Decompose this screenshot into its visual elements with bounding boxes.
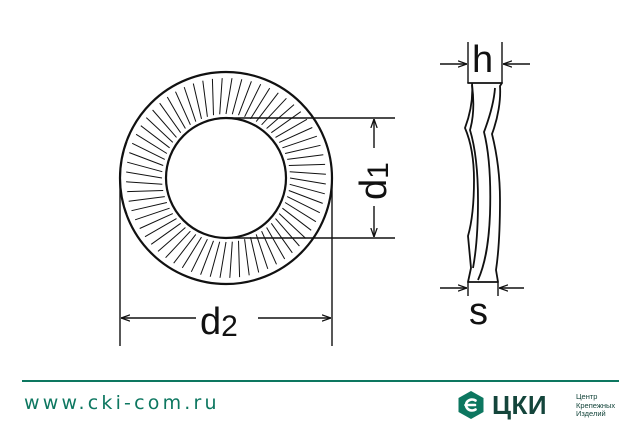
brand-tagline-line: Изделий [576, 409, 606, 418]
serration-line [126, 181, 163, 185]
serration-line [266, 227, 286, 260]
serration-line [159, 102, 182, 133]
washer-front-view [118, 70, 334, 286]
serration-line [287, 154, 324, 160]
serration-line [289, 183, 325, 195]
h-label: h [472, 39, 493, 81]
serration-line [183, 86, 197, 122]
serrations [126, 78, 326, 278]
dimension-s [440, 282, 524, 296]
serration-line [229, 241, 233, 278]
serration-line [250, 236, 260, 273]
brand-tagline: Центр Крепежных Изделий [576, 392, 626, 419]
serration-line [250, 87, 271, 120]
d2-label: d2 [200, 301, 238, 343]
dimension-d2 [119, 178, 333, 346]
serration-line [126, 171, 163, 179]
serration-line [244, 83, 262, 118]
side-profile-inner-edge-2 [477, 87, 496, 281]
serration-line [192, 83, 202, 120]
serration-line [145, 117, 174, 143]
dimension-d1 [226, 117, 395, 239]
serration-line [128, 196, 165, 202]
serration-line [275, 118, 308, 138]
serration-line [181, 236, 202, 269]
serration-line [266, 104, 295, 129]
brand-name: ЦКИ [492, 390, 548, 420]
serration-line [150, 222, 181, 245]
serration-line [173, 234, 197, 264]
serration-line [127, 161, 163, 173]
serration-line [238, 240, 241, 278]
serration-line [144, 218, 177, 238]
side-profile-outline [464, 82, 503, 283]
serration-line [282, 135, 318, 149]
serration-line [190, 238, 208, 273]
serration-line [225, 78, 233, 115]
brand-tagline-line: Центр [576, 392, 598, 401]
serration-line [129, 152, 164, 166]
serration-line [244, 239, 250, 276]
serration-line [288, 190, 323, 204]
serration-line [238, 81, 252, 116]
serration-line [261, 97, 287, 126]
serration-line [139, 213, 174, 229]
brand-tagline-line: Крепежных [576, 400, 616, 410]
serration-line [255, 234, 269, 270]
serration-line [278, 127, 313, 143]
footer-divider [22, 380, 619, 382]
washer-drawing: d2 d1 h s [118, 39, 530, 346]
serration-line [126, 190, 164, 193]
serration-line [255, 92, 279, 122]
website-link[interactable]: www.cki-com.ru [24, 392, 220, 414]
inner-circle [164, 116, 288, 240]
s-label: s [469, 291, 488, 333]
serration-line [275, 218, 300, 247]
serration-line [131, 202, 168, 212]
serration-line [289, 177, 326, 185]
serration-line [231, 79, 243, 115]
dimension-h [440, 42, 530, 83]
serration-line [271, 111, 302, 134]
serration-line [261, 230, 277, 265]
serration-line [135, 133, 168, 154]
serration-line [209, 241, 221, 277]
serration-line [211, 78, 214, 116]
serration-line [131, 142, 166, 160]
serration-line [200, 240, 214, 275]
serration-line [284, 144, 321, 154]
serration-line [284, 202, 317, 223]
serration-line [219, 241, 227, 278]
serration-line [219, 78, 223, 115]
serration-line [286, 196, 321, 214]
d1-label: d1 [353, 162, 395, 200]
serration-line [140, 125, 170, 149]
outer-circle [118, 70, 334, 286]
serration-line [202, 80, 208, 117]
washer-side-view [464, 82, 503, 283]
serration-line [157, 227, 186, 252]
serration-line [282, 207, 312, 231]
serration-line [134, 207, 170, 221]
hexagon-e-icon [458, 391, 484, 419]
serration-line [166, 96, 186, 129]
brand-block: ЦКИ Центр Крепежных Изделий [456, 390, 626, 420]
serration-line [278, 213, 307, 239]
serration-line [175, 91, 191, 126]
serration-line [165, 230, 191, 259]
side-profile-inner-edge [469, 84, 479, 269]
serration-line [289, 171, 326, 175]
serration-line [152, 109, 177, 138]
serration-line [288, 163, 326, 166]
